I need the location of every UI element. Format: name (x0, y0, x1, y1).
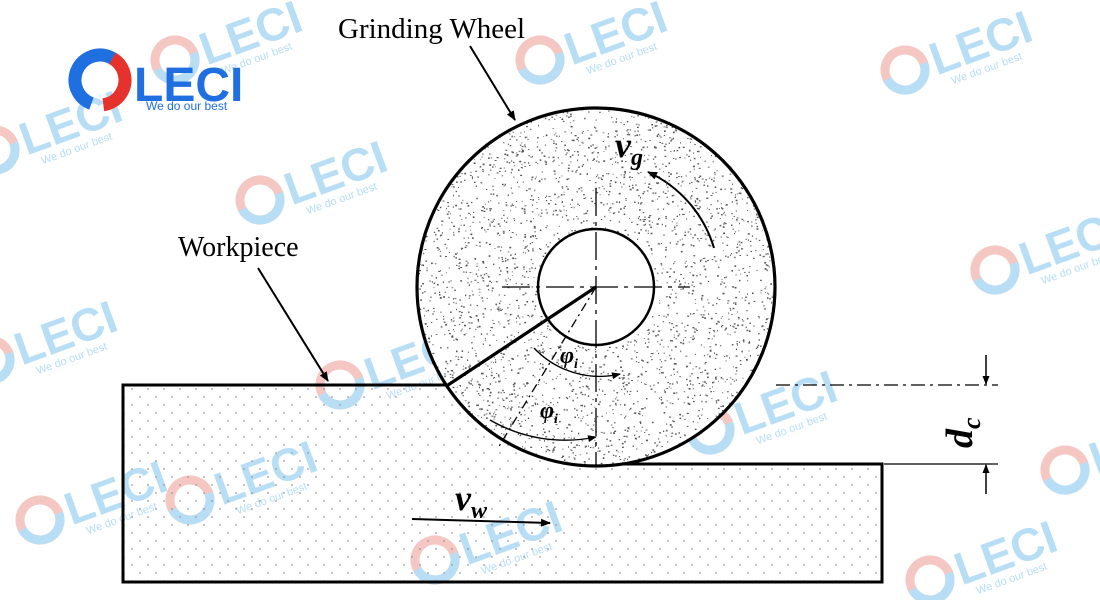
depth-of-cut-dimension (776, 355, 998, 494)
angle-label-inner: φi (560, 343, 578, 372)
logo-tagline-text: We do our best (146, 99, 228, 113)
wheel-leader-arrow (469, 45, 516, 121)
grinding-wheel (415, 106, 777, 468)
grinding-wheel-label: Grinding Wheel (338, 13, 525, 45)
angle-label-outer: φi (540, 398, 558, 427)
workpiece-label: Workpiece (178, 232, 299, 263)
logo-ring-blue (68, 48, 132, 112)
workpiece-leader-arrow (257, 267, 329, 382)
bisector-line (497, 286, 597, 449)
angle-arc-inner (533, 347, 621, 380)
work-speed-arrow (411, 518, 551, 527)
angle-arc-outer (489, 419, 597, 443)
logo-brand-text: LECI (134, 59, 243, 112)
logo-ring-red (68, 48, 132, 112)
work-speed-label: vw (455, 478, 488, 524)
leci-logo: LECI We do our best (68, 48, 243, 113)
rotation-arrow (647, 171, 715, 249)
depth-of-cut-label: dc (939, 417, 986, 448)
wheel-speed-label: vg (615, 125, 643, 171)
contact-radius-line (447, 285, 597, 387)
